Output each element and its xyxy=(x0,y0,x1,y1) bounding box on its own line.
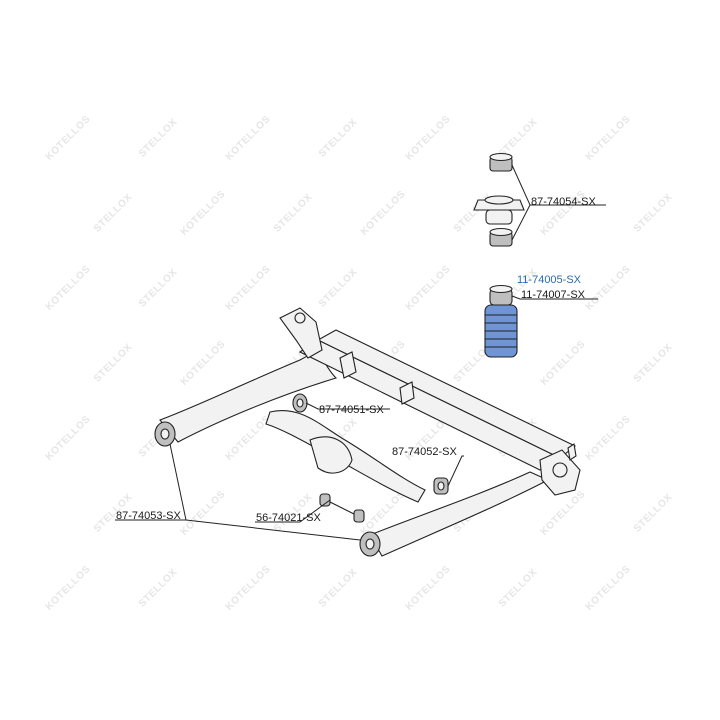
watermark-text: KOTELLOS xyxy=(584,414,633,463)
watermark-text: KOTELLOS xyxy=(404,564,453,613)
leader-lines xyxy=(115,164,606,541)
watermark-text: STELLOX xyxy=(272,192,315,235)
watermark-text: KOTELLOS xyxy=(44,114,93,163)
watermark-text: KOTELLOS xyxy=(224,564,273,613)
watermark-text: STELLOX xyxy=(92,342,135,385)
watermark-text: STELLOX xyxy=(632,492,675,535)
watermark-text: KOTELLOS xyxy=(224,414,273,463)
watermark-text: KOTELLOS xyxy=(584,114,633,163)
watermark-text: KOTELLOS xyxy=(224,114,273,163)
label-dust-boot: 11-74007-SX xyxy=(521,289,586,301)
watermark-text: STELLOX xyxy=(317,567,360,610)
link-rod xyxy=(319,493,365,523)
watermark-text: KOTELLOS xyxy=(404,264,453,313)
watermark-text: KOTELLOS xyxy=(179,189,228,238)
upper-mount-bottom-bush xyxy=(489,227,513,247)
arm-bush-rear xyxy=(433,477,449,495)
dust-boot xyxy=(484,304,518,358)
bump-stop xyxy=(489,284,513,306)
upper-mount-plate xyxy=(473,195,525,225)
label-beam-bush: 87-74053-SX xyxy=(116,510,181,522)
label-link-rod: 56-74021-SX xyxy=(256,512,321,524)
label-arm-bush-front: 87-74051-SX xyxy=(319,404,384,416)
arm-bush-front xyxy=(292,393,308,413)
lateral-link-arm xyxy=(265,410,426,503)
watermark-text: STELLOX xyxy=(632,192,675,235)
watermark-text: KOTELLOS xyxy=(179,489,228,538)
rear-axle-beam xyxy=(159,307,581,557)
label-bump-stop[interactable]: 11-74005-SX xyxy=(517,274,582,286)
watermark-text: STELLOX xyxy=(317,267,360,310)
watermark-text: STELLOX xyxy=(92,192,135,235)
watermark-text: STELLOX xyxy=(137,267,180,310)
watermark-text: KOTELLOS xyxy=(584,564,633,613)
watermark-text: KOTELLOS xyxy=(404,114,453,163)
watermark-text: KOTELLOS xyxy=(539,489,588,538)
watermark-text: KOTELLOS xyxy=(584,264,633,313)
beam-bush-right xyxy=(359,531,381,557)
label-upper-mount: 87-74054-SX xyxy=(531,196,596,208)
watermark-text: KOTELLOS xyxy=(359,189,408,238)
watermark-text: STELLOX xyxy=(137,117,180,160)
watermark-text: STELLOX xyxy=(317,117,360,160)
watermark-text: STELLOX xyxy=(137,567,180,610)
watermark-text: KOTELLOS xyxy=(179,339,228,388)
watermark-text: KOTELLOS xyxy=(44,414,93,463)
watermark-text: STELLOX xyxy=(497,567,540,610)
watermark-text: KOTELLOS xyxy=(44,564,93,613)
beam-bush-left xyxy=(154,421,176,447)
watermark-text: KOTELLOS xyxy=(44,264,93,313)
label-arm-bush-rear: 87-74052-SX xyxy=(392,446,457,458)
upper-mount-top-bush xyxy=(489,152,513,172)
watermark-text: STELLOX xyxy=(632,342,675,385)
watermark-text: KOTELLOS xyxy=(224,264,273,313)
watermark-text: KOTELLOS xyxy=(539,339,588,388)
